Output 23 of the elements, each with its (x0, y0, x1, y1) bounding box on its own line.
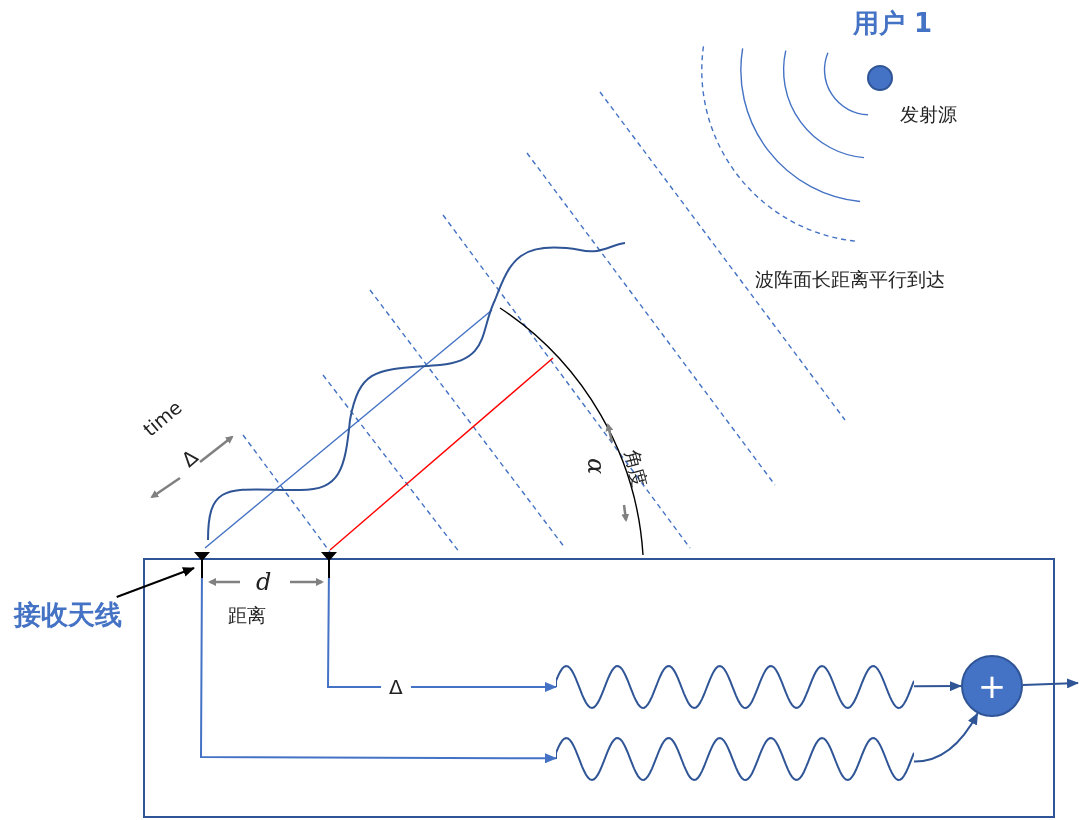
distance-label: 距离 (228, 606, 266, 625)
arrow (327, 577, 557, 692)
wave (556, 734, 914, 784)
arrow (913, 681, 962, 692)
antenna-icon (194, 552, 210, 578)
delta-symbol: Δ (178, 446, 202, 471)
receiver-box (143, 558, 1055, 818)
distance-symbol: d (256, 570, 272, 594)
antenna-icon (321, 552, 337, 578)
arrow (913, 712, 979, 763)
angle-symbol: α (584, 458, 608, 475)
axis-label: time (140, 397, 186, 440)
annotation: 波阵面长距离平行到达 (755, 270, 945, 289)
title: 用户 1 (853, 10, 933, 36)
node-label: 发射源 (900, 105, 957, 124)
summing-node: + (961, 655, 1023, 717)
callout-label: 接收天线 (14, 597, 134, 629)
angle-label: 角度 (621, 448, 650, 490)
delayed-wave (556, 662, 914, 712)
leader-arrow (115, 567, 195, 598)
source-dot (867, 65, 893, 91)
arrow (1022, 678, 1079, 689)
arrow (200, 577, 557, 764)
